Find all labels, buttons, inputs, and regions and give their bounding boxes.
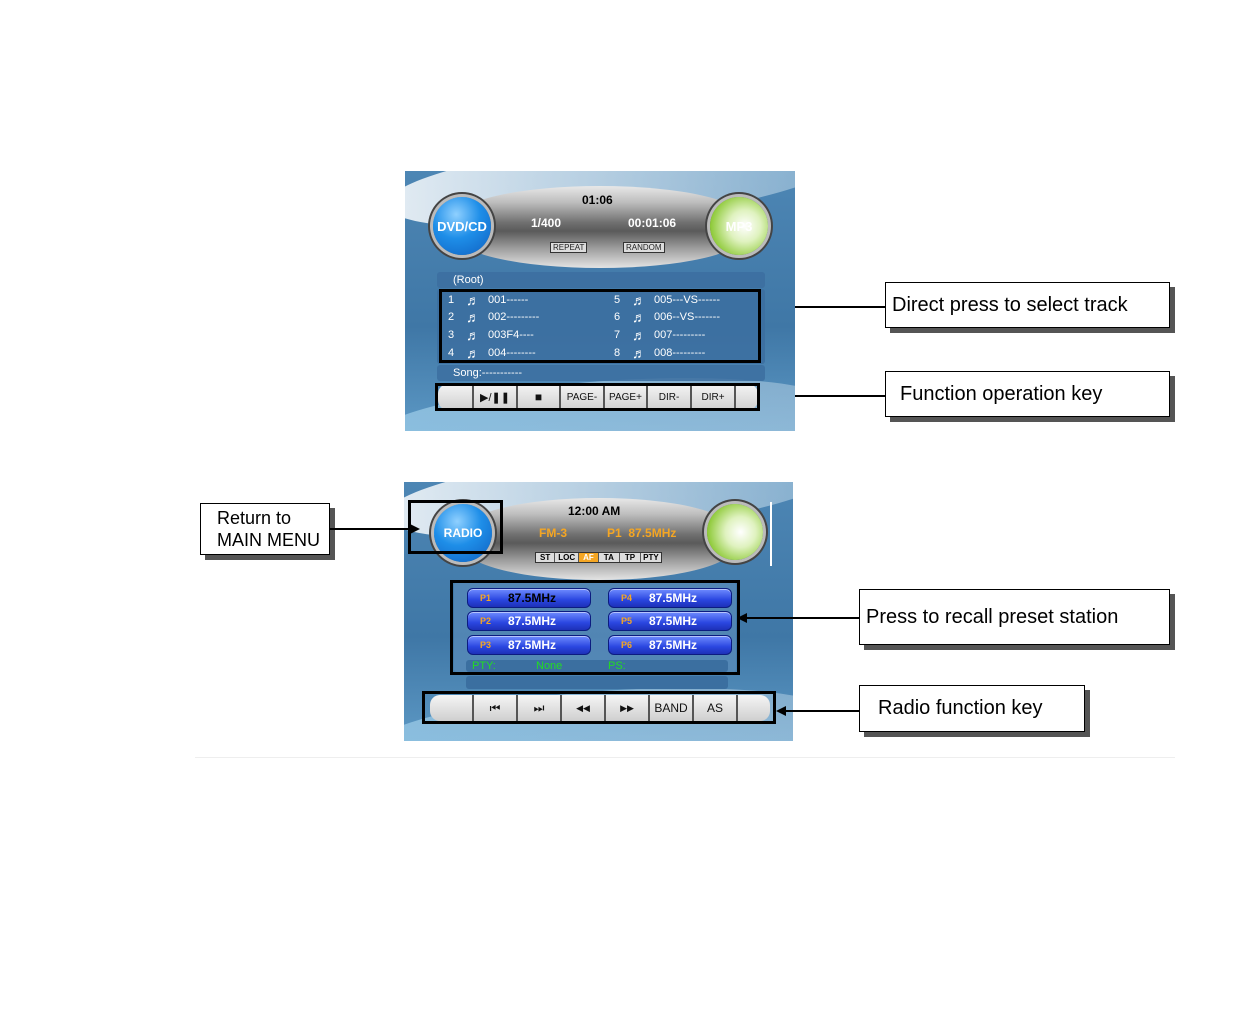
music-note-icon: ♬ — [466, 327, 480, 343]
callout-line-1: Return to — [217, 508, 292, 528]
connector-line — [795, 395, 885, 397]
flag-loc[interactable]: LOC — [555, 553, 580, 562]
music-note-icon: ♬ — [632, 345, 646, 361]
music-note-icon: ♬ — [632, 292, 646, 308]
callout-line-2: MAIN MENU — [217, 530, 320, 550]
tune-up-button[interactable]: ▶▶ — [606, 695, 650, 721]
radio-function-bar: ⏮ ⏭ ◀◀ ▶▶ BAND AS — [430, 695, 770, 721]
current-station: P1 87.5MHz — [607, 526, 677, 540]
song-name: Song:----------- — [453, 367, 523, 379]
ps-label: PS: — [608, 660, 626, 672]
pty-bar: PTY: None PS: — [466, 660, 728, 672]
track-count: 1/400 — [531, 216, 562, 230]
pty-value: None — [536, 660, 563, 672]
callout-function-operation: Function operation key — [885, 371, 1170, 417]
connector-line — [795, 306, 885, 308]
seek-next-button[interactable]: ⏭ — [518, 695, 562, 721]
radio-screen: 12:00 AM FM-3 P1 87.5MHz ST LOC AF TA TP… — [404, 482, 793, 741]
dir-down-button[interactable]: DIR- — [648, 384, 692, 410]
music-note-icon: ♬ — [466, 345, 480, 361]
track-item[interactable]: 8♬008--------- — [614, 345, 706, 361]
music-note-icon: ♬ — [466, 309, 480, 325]
flag-tp[interactable]: TP — [620, 553, 642, 562]
mp3-label: MP3 — [725, 218, 753, 234]
band-button[interactable]: BAND — [650, 695, 694, 721]
track-item[interactable]: 2♬002--------- — [448, 309, 540, 325]
seek-previous-button[interactable]: ⏮ — [474, 695, 518, 721]
page-down-button[interactable]: PAGE- — [561, 384, 605, 410]
flag-indicators: ST LOC AF TA TP PTY — [535, 552, 662, 563]
connector-line — [330, 528, 410, 530]
music-note-icon: ♬ — [466, 292, 480, 308]
elapsed-time: 00:01:06 — [628, 216, 677, 230]
callout-select-track: Direct press to select track — [885, 282, 1170, 328]
connector-line — [745, 617, 860, 619]
page-up-button[interactable]: PAGE+ — [605, 384, 648, 410]
music-note-icon: ♬ — [632, 309, 646, 325]
flag-pty[interactable]: PTY — [643, 553, 659, 562]
track-list — [437, 289, 765, 364]
arrow-left-icon — [737, 613, 747, 623]
pty-label: PTY: — [472, 660, 496, 672]
tune-down-button[interactable]: ◀◀ — [562, 695, 606, 721]
dvd-cd-label: DVD/CD — [437, 218, 487, 234]
flag-ta[interactable]: TA — [599, 553, 620, 562]
mp3-screen: 01:06 1/400 00:01:06 REPEAT RANDOM DVD/C… — [405, 171, 795, 431]
folder-bar — [437, 272, 765, 288]
track-item[interactable]: 1♬001------ — [448, 292, 529, 308]
dvd-cd-button[interactable]: DVD/CD — [433, 197, 491, 255]
radio-label: RADIO — [443, 526, 483, 540]
blank-key — [438, 384, 474, 410]
track-item[interactable]: 4♬004-------- — [448, 345, 536, 361]
callout-radio-function: Radio function key — [859, 685, 1085, 732]
status-bar — [466, 676, 728, 689]
mp3-button[interactable]: MP3 — [710, 197, 768, 255]
song-bar — [437, 365, 765, 381]
callout-recall-preset: Press to recall preset station — [859, 589, 1170, 645]
track-item[interactable]: 7♬007--------- — [614, 327, 706, 343]
info-band — [464, 498, 734, 580]
info-band — [455, 186, 745, 268]
repeat-indicator[interactable]: REPEAT — [550, 242, 588, 253]
connector-line — [784, 710, 860, 712]
arrow-left-icon — [776, 706, 786, 716]
divider — [770, 502, 772, 566]
dir-up-button[interactable]: DIR+ — [692, 384, 736, 410]
track-item[interactable]: 5♬005---VS------ — [614, 292, 720, 308]
auto-store-button[interactable]: AS — [694, 695, 738, 721]
radio-main-menu-button[interactable]: RADIO — [434, 504, 492, 562]
flag-st[interactable]: ST — [536, 553, 556, 562]
band-display: FM-3 — [539, 526, 567, 540]
stop-button[interactable]: ■ — [518, 384, 561, 410]
blank-orb-button[interactable] — [707, 504, 763, 560]
play-pause-button[interactable]: ▶/❚❚ — [474, 384, 518, 410]
blank-key — [430, 695, 474, 721]
music-note-icon: ♬ — [632, 327, 646, 343]
folder-name: (Root) — [453, 274, 484, 286]
track-item[interactable]: 6♬006--VS------- — [614, 309, 720, 325]
arrow-right-icon — [410, 524, 420, 534]
track-item[interactable]: 3♬003F4---- — [448, 327, 534, 343]
clock-display: 01:06 — [582, 193, 613, 207]
callout-return-main-menu: Return to MAIN MENU — [200, 503, 330, 555]
flag-af[interactable]: AF — [579, 553, 599, 562]
mp3-function-bar: ▶/❚❚ ■ PAGE- PAGE+ DIR- DIR+ — [438, 384, 758, 410]
page-divider — [195, 757, 1175, 758]
clock-display: 12:00 AM — [568, 504, 621, 518]
random-indicator[interactable]: RANDOM — [623, 242, 665, 253]
